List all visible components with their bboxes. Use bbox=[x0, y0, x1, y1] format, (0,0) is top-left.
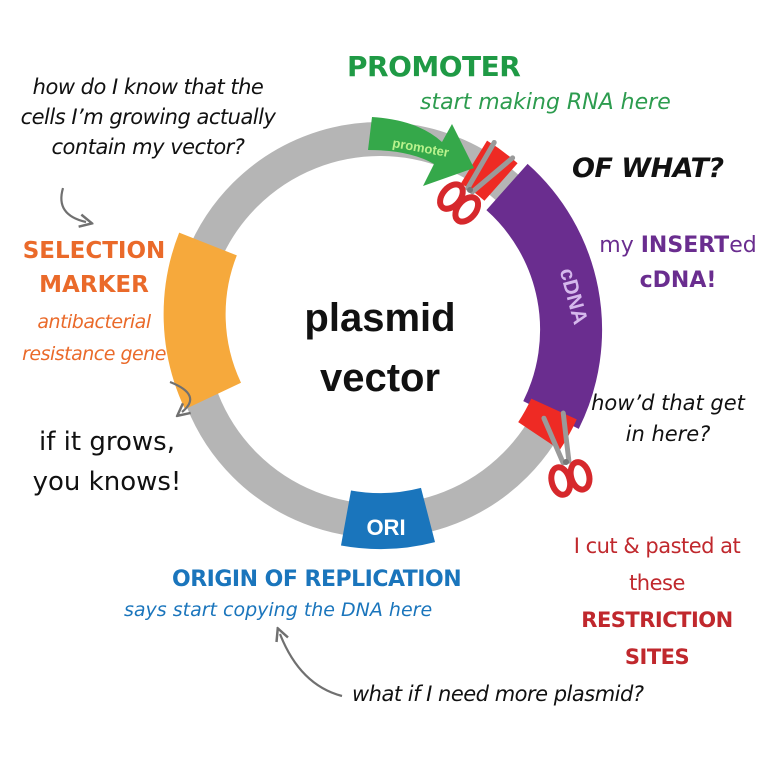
cdna-segment bbox=[485, 163, 603, 429]
grows-note: if it grows, you knows! bbox=[22, 422, 192, 502]
arrow-to-selection bbox=[60, 187, 86, 222]
restriction-line2: these bbox=[629, 571, 685, 595]
promoter-title: PROMOTER bbox=[347, 50, 521, 83]
restriction-line4: SITES bbox=[624, 645, 690, 669]
insert-pre: my bbox=[599, 233, 641, 258]
more-plasmid-question: what if I need more plasmid? bbox=[352, 682, 644, 706]
restriction-line1: I cut & pasted at bbox=[573, 534, 741, 558]
restriction-sites-label: I cut & pasted at these RESTRICTION SITE… bbox=[552, 528, 762, 676]
selection-desc-line2: resistance gene bbox=[22, 343, 166, 365]
arrow-to-grows bbox=[169, 380, 192, 412]
origin-description: says start copying the DNA here bbox=[124, 599, 433, 621]
grows-line2: you knows! bbox=[32, 467, 182, 497]
selection-marker-description: antibacterial resistance gene bbox=[8, 306, 180, 370]
get-in-line1: how’d that get bbox=[591, 391, 745, 415]
insert-bold: INSERT bbox=[640, 233, 730, 258]
scissors-icon bbox=[437, 139, 516, 225]
center-label-line1: plasmid bbox=[304, 296, 455, 340]
insert-label-line2: cDNA! bbox=[639, 268, 717, 293]
of-what-question: OF WHAT? bbox=[572, 153, 724, 184]
center-label-line2: vector bbox=[320, 356, 440, 400]
insert-label-line1: my INSERTed bbox=[594, 228, 762, 263]
vector-question-line1: how do I know that the bbox=[32, 75, 264, 99]
selection-marker-title: SELECTION MARKER bbox=[14, 234, 174, 302]
get-in-line2: in here? bbox=[625, 422, 711, 446]
vector-question-line3: contain my vector? bbox=[51, 135, 245, 159]
promoter-description: start making RNA here bbox=[420, 90, 671, 115]
restriction-line3: RESTRICTION bbox=[581, 608, 733, 632]
ori-segment bbox=[340, 487, 436, 550]
selection-title-line1: SELECTION bbox=[22, 238, 166, 264]
selection-title-line2: MARKER bbox=[39, 272, 149, 298]
ori-segment-label: ORI bbox=[366, 515, 405, 540]
restriction-site-top bbox=[460, 140, 518, 202]
origin-title: ORIGIN OF REPLICATION bbox=[172, 567, 462, 592]
promoter-arrow bbox=[368, 117, 474, 186]
get-in-question: how’d that get in here? bbox=[568, 388, 768, 450]
insert-post: ed bbox=[729, 233, 757, 258]
vector-question-line2: cells I’m growing actually bbox=[20, 105, 276, 129]
insert-label: my INSERTed cDNA! bbox=[594, 228, 762, 298]
selection-desc-line1: antibacterial bbox=[37, 311, 151, 333]
selection-marker-segment bbox=[163, 232, 242, 410]
vector-question: how do I know that the cells I’m growing… bbox=[12, 72, 284, 162]
scissors-icon bbox=[541, 410, 593, 498]
arrow-to-origin bbox=[280, 634, 343, 698]
grows-line1: if it grows, bbox=[39, 427, 175, 457]
